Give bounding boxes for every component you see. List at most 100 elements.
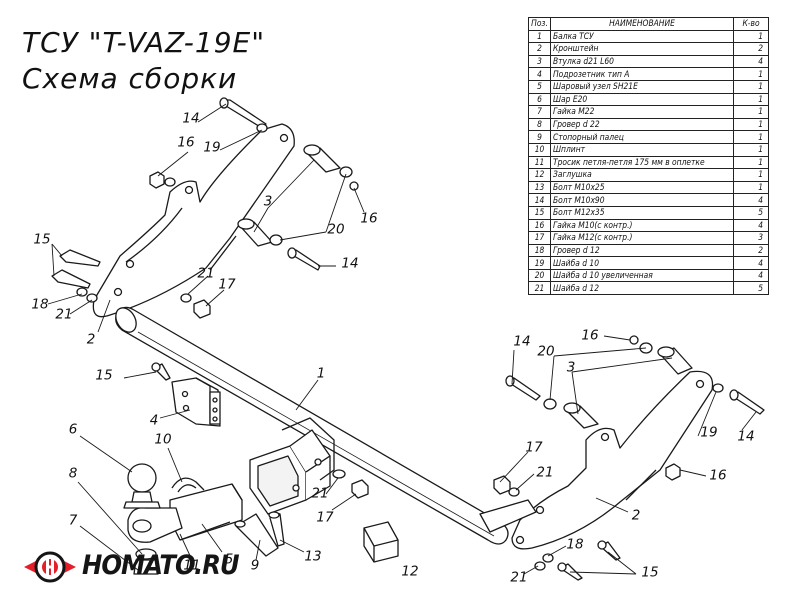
cell-pos: 4 [528, 67, 551, 81]
callout-grover-12-b: 18 [566, 536, 584, 553]
callout-nut-m12-a: 17 [218, 276, 236, 293]
callout-washer-12-b: 21 [55, 306, 73, 323]
callout-bracket-right: 2 [631, 507, 641, 524]
cell-qty: 3 [733, 231, 769, 245]
header-pos: Поз. [528, 17, 551, 31]
cell-pos: 2 [528, 42, 551, 56]
callout-washer-10-b: 19 [700, 424, 718, 441]
cell-name: Кронштейн [550, 42, 734, 56]
cell-name: Болт М10х90 [550, 193, 734, 207]
callout-nut-m12-c: 17 [525, 439, 543, 456]
cell-pos: 13 [528, 180, 551, 195]
cell-name: Балка ТСУ [550, 29, 734, 44]
cell-qty: 1 [733, 168, 769, 182]
callout-nut-m10-d: 16 [709, 467, 727, 484]
cell-qty: 4 [733, 218, 769, 233]
cell-name: Подрозетник тип А [550, 67, 734, 81]
cell-qty: 2 [733, 243, 769, 258]
callout-socket-bracket: 4 [149, 412, 159, 429]
logo-emblem-icon [24, 551, 76, 583]
callout-bolt-m12x35-b: 15 [95, 367, 113, 384]
cell-name: Тросик петля-петля 175 мм в оплетке [550, 155, 734, 170]
cell-name: Шаровый узел SH21E [550, 79, 734, 94]
cell-pos: 12 [528, 168, 551, 182]
callout-cable: 11 [183, 557, 201, 574]
cell-name: Шар E20 [550, 92, 734, 107]
callout-sleeve-right: 3 [566, 359, 576, 376]
callout-washer-10-large-a: 20 [327, 221, 345, 238]
cell-name: Шплинт [550, 142, 734, 157]
page-title: ТСУ "T-VAZ-19E" [22, 26, 266, 59]
ball-mount [169, 483, 243, 541]
callout-bolt-m10x90-b: 14 [341, 255, 359, 272]
callout-bolt-m12x35-c: 15 [641, 564, 659, 581]
cell-qty: 1 [733, 155, 769, 170]
cell-pos: 3 [528, 54, 551, 69]
callout-bolt-m10x25: 13 [304, 548, 322, 565]
plug [363, 521, 399, 563]
callout-grover-12-a: 18 [31, 296, 49, 313]
header-name: НАИМЕНОВАНИЕ [550, 17, 734, 31]
cell-qty: 5 [733, 281, 769, 296]
callout-nut-m10-b: 16 [360, 210, 378, 227]
page-subtitle: Схема сборки [22, 62, 238, 95]
cell-pos: 17 [528, 231, 551, 245]
callout-plug: 12 [401, 563, 419, 580]
cell-pos: 20 [528, 268, 551, 283]
cell-qty: 2 [733, 42, 769, 56]
callout-sleeve-left: 3 [263, 193, 273, 210]
callout-nut-m10-a: 16 [177, 134, 195, 151]
callout-nut-m12-b: 17 [316, 509, 334, 526]
cell-qty: 1 [733, 117, 769, 132]
cell-pos: 19 [528, 256, 551, 270]
callout-bracket-left: 2 [86, 331, 96, 348]
cell-qty: 4 [733, 54, 769, 69]
callout-bolt-m10x90-a: 14 [182, 110, 200, 127]
callout-bolt-m10x90-c: 14 [513, 333, 531, 350]
cell-pos: 6 [528, 92, 551, 107]
table-header-row: Поз. НАИМЕНОВАНИЕ К-во [528, 17, 769, 31]
cell-qty: 1 [733, 130, 769, 144]
callout-washer-10-a: 19 [203, 139, 221, 156]
cell-name: Стопорный палец [550, 130, 734, 144]
cell-qty: 5 [733, 205, 769, 220]
site-logo[interactable]: HOMATO.RU [22, 545, 240, 591]
callout-beam: 1 [316, 365, 326, 382]
tow-ball [127, 463, 157, 493]
callout-washer-10-large-b: 20 [537, 343, 555, 360]
cell-pos: 15 [528, 205, 551, 220]
callout-ball: 6 [68, 421, 78, 438]
cell-name: Гайка М10(с контр.) [550, 218, 734, 233]
cell-qty: 1 [733, 92, 769, 107]
cell-pos: 5 [528, 79, 551, 94]
cell-qty: 1 [733, 142, 769, 157]
cell-name: Шайба d 10 [550, 256, 734, 270]
callout-bolt-m10x90-d: 14 [737, 428, 755, 445]
callout-bolt-m12x35-a: 15 [33, 231, 51, 248]
cell-qty: 1 [733, 180, 769, 195]
callout-ball-mount: 5 [224, 551, 234, 568]
logo-text: HOMATO.RU [82, 550, 240, 581]
cell-qty: 1 [733, 105, 769, 119]
cell-pos: 1 [528, 29, 551, 44]
cell-qty: 4 [733, 268, 769, 283]
cell-pos: 21 [528, 281, 551, 296]
callout-nut-m10-c: 16 [581, 327, 599, 344]
cell-name: Гайка М12(с контр.) [550, 231, 734, 245]
cell-name: Болт М12х35 [550, 205, 734, 220]
cell-name: Гровер d 12 [550, 243, 734, 258]
